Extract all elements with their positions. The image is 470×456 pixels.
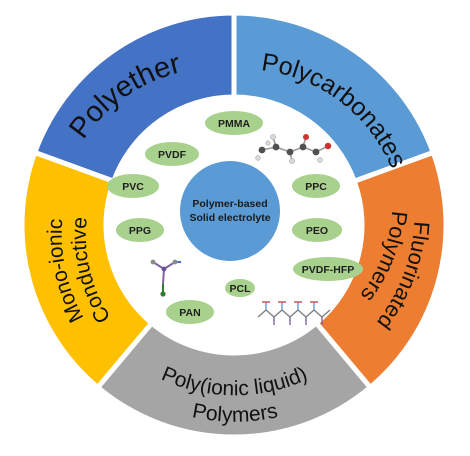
pill-pvdf: PVDF (145, 142, 199, 166)
pill-ppg-shape (116, 218, 164, 242)
pill-pvdf-hfp-shape (293, 257, 363, 281)
pill-ppc: PPC (292, 174, 340, 198)
pill-pcl-shape (225, 279, 255, 297)
polymer-pill-group: PMMA PVDF PVC PPC PPG PEO PVDF-HFP PCL PAN (107, 111, 363, 324)
segment-ionic-liquid-label-line2: Polymers (191, 399, 280, 427)
pill-pcl: PCL (225, 279, 255, 297)
pill-ppg: PPG (116, 218, 164, 242)
pill-pan-shape (166, 300, 214, 324)
pill-ppg-label: PPG (129, 225, 151, 237)
molecule-ball-stick-icon (255, 134, 332, 164)
center-title-line1: Polymer-based (192, 198, 267, 210)
pill-pvc-label: PVC (122, 181, 144, 193)
pill-pmma-shape (205, 111, 263, 135)
pill-ppc-label: PPC (305, 181, 327, 193)
pill-peo-shape (292, 218, 342, 242)
pill-pan: PAN (166, 300, 214, 324)
molecule-skeletal-icon (150, 259, 181, 297)
pill-pvdf-shape (145, 142, 199, 166)
pill-peo: PEO (292, 218, 342, 242)
pill-pmma: PMMA (205, 111, 263, 135)
center-title-line2: Solid electrolyte (189, 212, 270, 224)
pill-ppc-shape (292, 174, 340, 198)
pill-pvdf-hfp: PVDF-HFP (293, 257, 363, 281)
center-circle: Polymer-based Solid electrolyte (180, 161, 280, 261)
pill-pan-label: PAN (179, 307, 200, 319)
pill-pvdf-hfp-label: PVDF-HFP (302, 264, 355, 276)
polymer-chain-icon (257, 301, 331, 325)
pill-pcl-label: PCL (230, 283, 252, 295)
pill-peo-label: PEO (306, 225, 328, 237)
pill-pmma-label: PMMA (218, 118, 250, 130)
pill-pvc-shape (107, 174, 159, 198)
pill-pvdf-label: PVDF (158, 149, 187, 161)
pill-pvc: PVC (107, 174, 159, 198)
